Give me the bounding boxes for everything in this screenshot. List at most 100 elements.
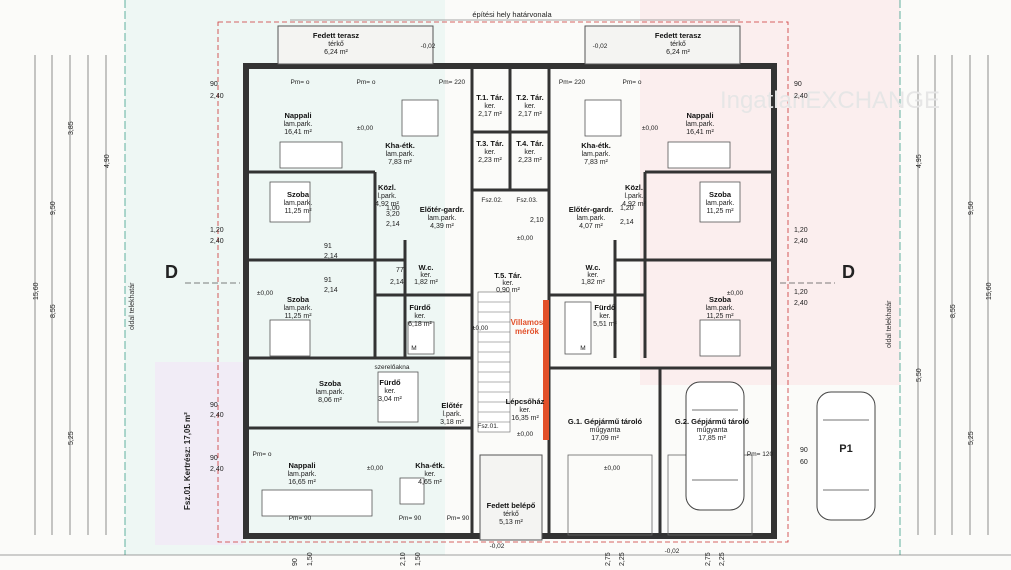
svg-text:±0,00: ±0,00 <box>604 465 621 472</box>
garden-zone <box>155 362 243 545</box>
svg-text:Előtér: Előtér <box>441 401 462 410</box>
svg-text:4,95: 4,95 <box>916 154 923 168</box>
svg-text:2,75: 2,75 <box>605 552 612 566</box>
pm-labels: Pm= o Pm= o Pm= 220 Pm= 220 Pm= o Pm= o … <box>253 79 774 522</box>
svg-text:-0,02: -0,02 <box>665 548 680 555</box>
svg-text:2,75: 2,75 <box>705 552 712 566</box>
svg-text:Előtér-gardr.: Előtér-gardr. <box>569 205 614 214</box>
room-kha-etk-1: Kha-étk.lam.park.7,83 m² <box>385 141 415 166</box>
svg-text:2,40: 2,40 <box>794 93 808 100</box>
svg-text:ker.: ker. <box>524 103 535 110</box>
svg-text:60: 60 <box>800 459 808 466</box>
svg-text:térkő: térkő <box>328 41 344 48</box>
svg-text:Fedett terasz: Fedett terasz <box>655 31 702 40</box>
svg-text:M: M <box>580 345 585 352</box>
svg-text:6,24 m²: 6,24 m² <box>666 49 690 56</box>
svg-text:4,07 m²: 4,07 m² <box>579 223 603 230</box>
svg-text:Fedett belépő: Fedett belépő <box>487 501 536 510</box>
svg-text:2,23 m²: 2,23 m² <box>518 157 542 164</box>
svg-text:8,55: 8,55 <box>950 304 957 318</box>
svg-text:11,25 m²: 11,25 m² <box>706 313 734 320</box>
svg-text:2,40: 2,40 <box>210 93 224 100</box>
svg-text:l.park.: l.park. <box>624 193 643 200</box>
svg-text:2,25: 2,25 <box>719 552 726 566</box>
svg-text:2,40: 2,40 <box>210 412 224 419</box>
svg-text:térkő: térkő <box>670 41 686 48</box>
meter-label-1: Villamos <box>511 318 544 327</box>
car-garage <box>685 381 745 511</box>
svg-text:Fürdő: Fürdő <box>594 303 616 312</box>
svg-text:Nappali: Nappali <box>288 461 315 470</box>
svg-text:±0,00: ±0,00 <box>642 125 659 132</box>
svg-text:3,18 m²: 3,18 m² <box>440 419 464 426</box>
svg-text:1,50: 1,50 <box>307 552 314 566</box>
room-eloter-gardr-2: Előtér-gardr.lam.park.4,07 m² <box>569 205 614 230</box>
svg-text:lam.park.: lam.park. <box>386 151 415 158</box>
svg-text:±0,00: ±0,00 <box>472 325 489 332</box>
svg-text:2,14: 2,14 <box>390 279 404 286</box>
svg-text:lam.park.: lam.park. <box>686 121 715 128</box>
svg-text:W.c.: W.c. <box>585 263 600 272</box>
svg-text:3,20: 3,20 <box>386 211 400 218</box>
svg-text:1,82 m²: 1,82 m² <box>414 279 438 286</box>
svg-text:15,60: 15,60 <box>986 282 993 300</box>
svg-text:5,51 m²: 5,51 m² <box>593 321 617 328</box>
svg-text:Pm= o: Pm= o <box>357 79 376 86</box>
svg-text:műgyanta: műgyanta <box>697 427 728 434</box>
side-label-left: oldal telekhatár <box>129 282 136 330</box>
svg-text:Szoba: Szoba <box>319 379 342 388</box>
svg-text:90: 90 <box>800 447 808 454</box>
svg-text:-0,02: -0,02 <box>490 543 505 550</box>
svg-text:2,17 m²: 2,17 m² <box>478 111 502 118</box>
svg-text:90: 90 <box>210 81 218 88</box>
room-t2-tar: T.2. Tár.ker.2,17 m² <box>516 93 544 118</box>
svg-text:2,25: 2,25 <box>619 552 626 566</box>
section-mark-right: D <box>842 262 855 282</box>
svg-text:2,17 m²: 2,17 m² <box>518 111 542 118</box>
svg-text:2,14: 2,14 <box>324 287 338 294</box>
room-wc-2: W.c.ker.1,82 m² <box>581 263 605 286</box>
svg-text:2,40: 2,40 <box>210 466 224 473</box>
svg-text:lam.park.: lam.park. <box>288 471 317 478</box>
room-t4-tar: T.4. Tár.ker.2,23 m² <box>516 139 544 164</box>
svg-text:Fürdő: Fürdő <box>379 378 401 387</box>
svg-text:lam.park.: lam.park. <box>428 215 457 222</box>
svg-text:16,41 m²: 16,41 m² <box>686 129 714 136</box>
svg-text:T.1. Tár.: T.1. Tár. <box>476 93 504 102</box>
svg-text:5,25: 5,25 <box>968 431 975 445</box>
svg-text:ker.: ker. <box>424 471 435 478</box>
side-label-right: oldal telekhatár <box>886 300 893 348</box>
svg-text:4,65 m²: 4,65 m² <box>418 479 442 486</box>
svg-text:Közl.: Közl. <box>378 183 396 192</box>
svg-text:4,90: 4,90 <box>104 154 111 168</box>
svg-text:Kha-étk.: Kha-étk. <box>415 461 445 470</box>
svg-text:±0,00: ±0,00 <box>367 465 384 472</box>
svg-text:3,85: 3,85 <box>68 121 75 135</box>
svg-text:Fürdő: Fürdő <box>409 303 431 312</box>
svg-text:Nappali: Nappali <box>686 111 713 120</box>
svg-text:ker.: ker. <box>420 272 431 279</box>
svg-text:1,20: 1,20 <box>620 205 634 212</box>
svg-text:2,14: 2,14 <box>620 219 634 226</box>
svg-text:17,09 m²: 17,09 m² <box>591 435 619 442</box>
svg-text:9,50: 9,50 <box>50 201 57 215</box>
svg-text:91: 91 <box>324 277 332 284</box>
svg-text:T.5. Tár.: T.5. Tár. <box>494 271 522 280</box>
svg-text:Szoba: Szoba <box>709 190 732 199</box>
top-label: építési hely határvonala <box>472 10 552 19</box>
svg-text:Pm= o: Pm= o <box>291 79 310 86</box>
svg-text:Szoba: Szoba <box>287 295 310 304</box>
svg-text:T.2. Tár.: T.2. Tár. <box>516 93 544 102</box>
svg-text:Pm= 90: Pm= 90 <box>289 515 312 522</box>
svg-text:1,20: 1,20 <box>210 227 224 234</box>
svg-text:G.2. Gépjármű tároló: G.2. Gépjármű tároló <box>675 417 750 426</box>
